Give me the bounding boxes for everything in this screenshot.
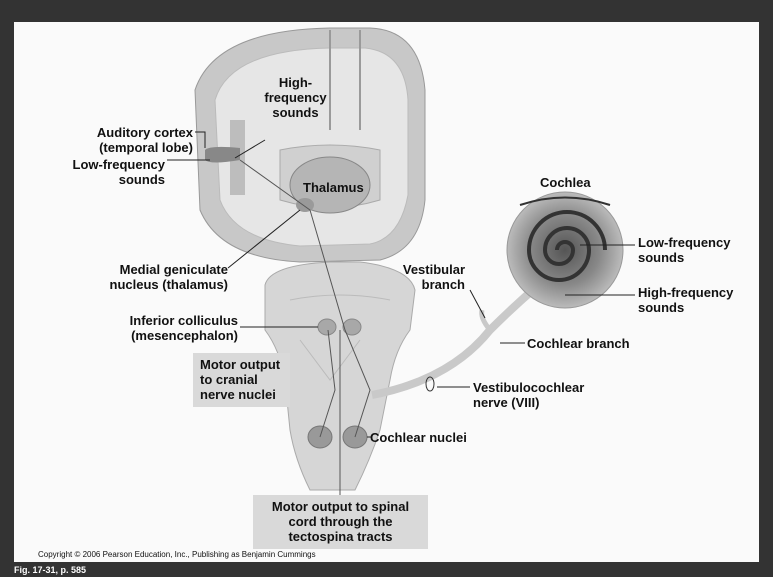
label-cochlear-branch: Cochlear branch [527,336,630,351]
label-medial-geniculate: Medial geniculate nucleus (thalamus) [88,262,228,292]
label-low-frequency-cortex: Low-frequency sounds [48,157,165,187]
label-high-frequency-cochlea: High-frequency sounds [638,285,733,315]
cochlea-shape [507,192,623,308]
label-thalamus: Thalamus [303,180,364,195]
label-cochlea: Cochlea [540,175,591,190]
medial-geniculate-shape [296,198,314,212]
label-motor-spinal: Motor output to spinal cord through the … [253,499,428,544]
label-auditory-cortex: Auditory cortex (temporal lobe) [48,125,193,155]
label-vestibular-branch: Vestibular branch [380,262,465,292]
figure-reference: Fig. 17-31, p. 585 [14,565,86,575]
label-inferior-colliculus: Inferior colliculus (mesencephalon) [88,313,238,343]
label-high-frequency-cortex: High- frequency sounds [258,75,333,120]
brain-section [195,28,425,262]
label-low-frequency-cochlea: Low-frequency sounds [638,235,730,265]
copyright-notice: Copyright © 2006 Pearson Education, Inc.… [38,550,316,559]
label-vestibulocochlear-nerve: Vestibulocochlear nerve (VIII) [473,380,584,410]
label-motor-cranial: Motor output to cranial nerve nuclei [200,357,280,402]
label-cochlear-nuclei: Cochlear nuclei [370,430,467,445]
